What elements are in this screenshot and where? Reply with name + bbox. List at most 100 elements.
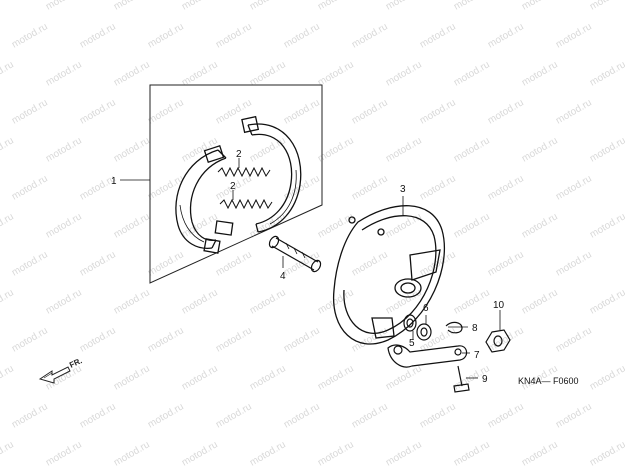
- watermark-text: motod.ru: [214, 325, 254, 354]
- watermark-text: motod.ru: [78, 97, 118, 126]
- callout-10: 10: [493, 300, 505, 311]
- watermark-text: motod.ru: [486, 21, 526, 50]
- watermark-text: motod.ru: [384, 439, 424, 468]
- watermark-text: motod.ru: [214, 21, 254, 50]
- watermark-text: motod.ru: [78, 401, 118, 430]
- joint-clip: [445, 321, 463, 334]
- watermark-text: motod.ru: [554, 173, 594, 202]
- shoe-spring-lower: [219, 198, 273, 210]
- watermark-text: motod.ru: [146, 21, 186, 50]
- flange-nut: [485, 329, 511, 353]
- watermark-text: motod.ru: [554, 249, 594, 278]
- watermark-text: motod.ru: [0, 59, 16, 88]
- callout-9: 9: [482, 374, 488, 385]
- watermark-text: motod.ru: [10, 249, 50, 278]
- watermark-text: motod.ru: [248, 287, 288, 316]
- watermark-text: motod.ru: [316, 59, 356, 88]
- watermark-text: motod.ru: [248, 363, 288, 392]
- watermark-text: motod.ru: [146, 325, 186, 354]
- watermark-text: motod.ru: [112, 363, 152, 392]
- watermark-text: motod.ru: [316, 211, 356, 240]
- watermark-text: motod.ru: [554, 21, 594, 50]
- watermark-text: motod.ru: [44, 0, 84, 13]
- watermark-text: motod.ru: [554, 97, 594, 126]
- watermark-text: motod.ru: [112, 439, 152, 468]
- watermark-text: motod.ru: [0, 135, 16, 164]
- watermark-text: motod.ru: [588, 211, 625, 240]
- watermark-text: motod.ru: [146, 249, 186, 278]
- watermark-text: motod.ru: [316, 287, 356, 316]
- watermark-text: motod.ru: [418, 21, 458, 50]
- watermark-text: motod.ru: [44, 59, 84, 88]
- watermark-text: motod.ru: [44, 363, 84, 392]
- watermark-text: motod.ru: [316, 363, 356, 392]
- watermark-text: motod.ru: [180, 59, 220, 88]
- callout-7: 7: [474, 350, 480, 361]
- watermark-text: motod.ru: [350, 325, 390, 354]
- watermark-text: motod.ru: [214, 97, 254, 126]
- watermark-text: motod.ru: [0, 363, 16, 392]
- callout-3: 3: [400, 184, 406, 195]
- watermark-text: motod.ru: [350, 21, 390, 50]
- brake-panel: [332, 205, 446, 345]
- watermark-text: motod.ru: [418, 97, 458, 126]
- watermark-text: motod.ru: [214, 249, 254, 278]
- watermark-text: motod.ru: [588, 135, 625, 164]
- watermark-text: motod.ru: [214, 401, 254, 430]
- watermark-text: motod.ru: [520, 0, 560, 13]
- watermark-text: motod.ru: [282, 173, 322, 202]
- watermark-text: motod.ru: [282, 21, 322, 50]
- watermark-text: motod.ru: [282, 401, 322, 430]
- callout-8: 8: [472, 323, 478, 334]
- watermark-text: motod.ru: [520, 287, 560, 316]
- watermark-text: motod.ru: [146, 97, 186, 126]
- watermark-text: motod.ru: [520, 439, 560, 468]
- arm-bolt: [453, 365, 470, 393]
- watermark-text: motod.ru: [486, 401, 526, 430]
- watermark-text: motod.ru: [452, 439, 492, 468]
- watermark-text: motod.ru: [350, 97, 390, 126]
- watermark-text: motod.ru: [10, 21, 50, 50]
- watermark-text: motod.ru: [384, 135, 424, 164]
- watermark-text: motod.ru: [112, 59, 152, 88]
- watermark-text: motod.ru: [554, 401, 594, 430]
- watermark-text: motod.ru: [588, 287, 625, 316]
- watermark-text: motod.ru: [486, 249, 526, 278]
- watermark-text: motod.ru: [0, 439, 16, 468]
- watermark-text: motod.ru: [112, 287, 152, 316]
- watermark-text: motod.ru: [10, 401, 50, 430]
- watermark-text: motod.ru: [0, 211, 16, 240]
- watermark-text: motod.ru: [78, 21, 118, 50]
- watermark-text: motod.ru: [10, 325, 50, 354]
- watermark-text: motod.ru: [384, 59, 424, 88]
- watermark-text: motod.ru: [0, 287, 16, 316]
- direction-label: FR.: [68, 356, 83, 370]
- callout-2-upper: 2: [236, 149, 242, 160]
- figure-code: KN4A— F0600: [518, 376, 579, 386]
- watermark-text: motod.ru: [554, 325, 594, 354]
- watermark-text: motod.ru: [282, 97, 322, 126]
- watermark-text: motod.ru: [486, 97, 526, 126]
- watermark-text: motod.ru: [78, 325, 118, 354]
- watermark-text: motod.ru: [452, 0, 492, 13]
- watermark-text: motod.ru: [44, 135, 84, 164]
- watermark-text: motod.ru: [248, 439, 288, 468]
- callout-5: 5: [409, 338, 415, 349]
- watermark-text: motod.ru: [44, 211, 84, 240]
- watermark-text: motod.ru: [112, 135, 152, 164]
- callout-4: 4: [280, 271, 286, 282]
- callout-6: 6: [423, 303, 429, 314]
- brake-shoe-right: [214, 115, 302, 236]
- watermark-text: motod.ru: [180, 363, 220, 392]
- leader-lines: [120, 158, 501, 379]
- watermark-text: motod.ru: [316, 0, 356, 13]
- wear-indicator-washer: [416, 323, 432, 341]
- watermark-text: motod.ru: [10, 97, 50, 126]
- brake-cam: [268, 235, 322, 273]
- watermark-text: motod.ru: [452, 211, 492, 240]
- watermark-text: motod.ru: [180, 439, 220, 468]
- watermark-text: motod.ru: [486, 325, 526, 354]
- watermark-text: motod.ru: [452, 287, 492, 316]
- watermark-text: motod.ru: [248, 135, 288, 164]
